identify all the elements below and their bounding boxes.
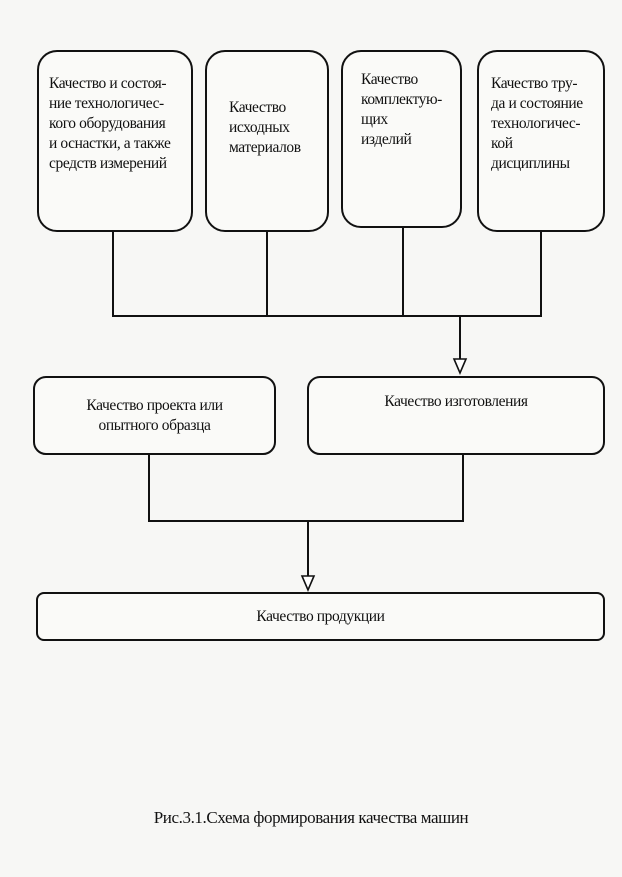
box-materials-line-2: исходных	[229, 119, 290, 136]
box-equipment-text: Качество и состоя- ние технологичес- ког…	[49, 74, 185, 174]
box-materials-line-1: Качество	[229, 99, 286, 116]
box-product-quality: Качество продукции	[36, 592, 605, 641]
box-equipment-line-3: кого оборудования	[49, 115, 166, 132]
box-components-line-4: изделий	[361, 131, 412, 148]
arrowhead-to-product	[300, 575, 316, 593]
box-labor-line-2: да и состояние	[491, 95, 583, 112]
box-labor-line-1: Качество тру-	[491, 75, 578, 92]
box-materials-quality: Качество исходных материалов	[205, 50, 329, 232]
box-labor-line-3: технологичес-	[491, 115, 581, 132]
box-design-quality: Качество проекта или опытного образца	[33, 376, 276, 455]
box-manufacturing-label: Качество изготовления	[384, 393, 528, 410]
box-product-label: Качество продукции	[256, 607, 385, 625]
box-components-text: Качество комплектую- щих изделий	[361, 70, 454, 150]
figure-caption: Рис.3.1.Схема формирования качества маши…	[153, 808, 469, 827]
box-design-line-2: опытного образца	[98, 416, 211, 434]
box-equipment-line-5: средств измерений	[49, 155, 167, 172]
box-labor-text: Качество тру- да и состояние технологиче…	[491, 74, 597, 174]
box-equipment-quality: Качество и состоя- ние технологичес- ког…	[37, 50, 193, 232]
arrowhead-to-manufacturing	[452, 358, 468, 376]
box-components-line-2: комплектую-	[361, 91, 442, 108]
box-components-line-3: щих	[361, 111, 388, 128]
box-components-line-1: Качество	[361, 71, 418, 88]
box-manufacturing-quality: Качество изготовления	[307, 376, 605, 455]
box-labor-quality: Качество тру- да и состояние технологиче…	[477, 50, 605, 232]
box-labor-line-5: дисциплины	[491, 155, 570, 172]
box-equipment-line-4: и оснастки, а также	[49, 135, 171, 152]
box-equipment-line-1: Качество и состоя-	[49, 75, 167, 92]
box-design-text: Качество проекта или опытного образца	[86, 396, 223, 436]
box-materials-line-3: материалов	[229, 139, 301, 156]
box-materials-text: Качество исходных материалов	[229, 98, 321, 158]
box-design-line-1: Качество проекта или	[86, 396, 223, 414]
box-labor-line-4: кой	[491, 135, 513, 152]
box-equipment-line-2: ние технологичес-	[49, 95, 164, 112]
box-components-quality: Качество комплектую- щих изделий	[341, 50, 462, 228]
